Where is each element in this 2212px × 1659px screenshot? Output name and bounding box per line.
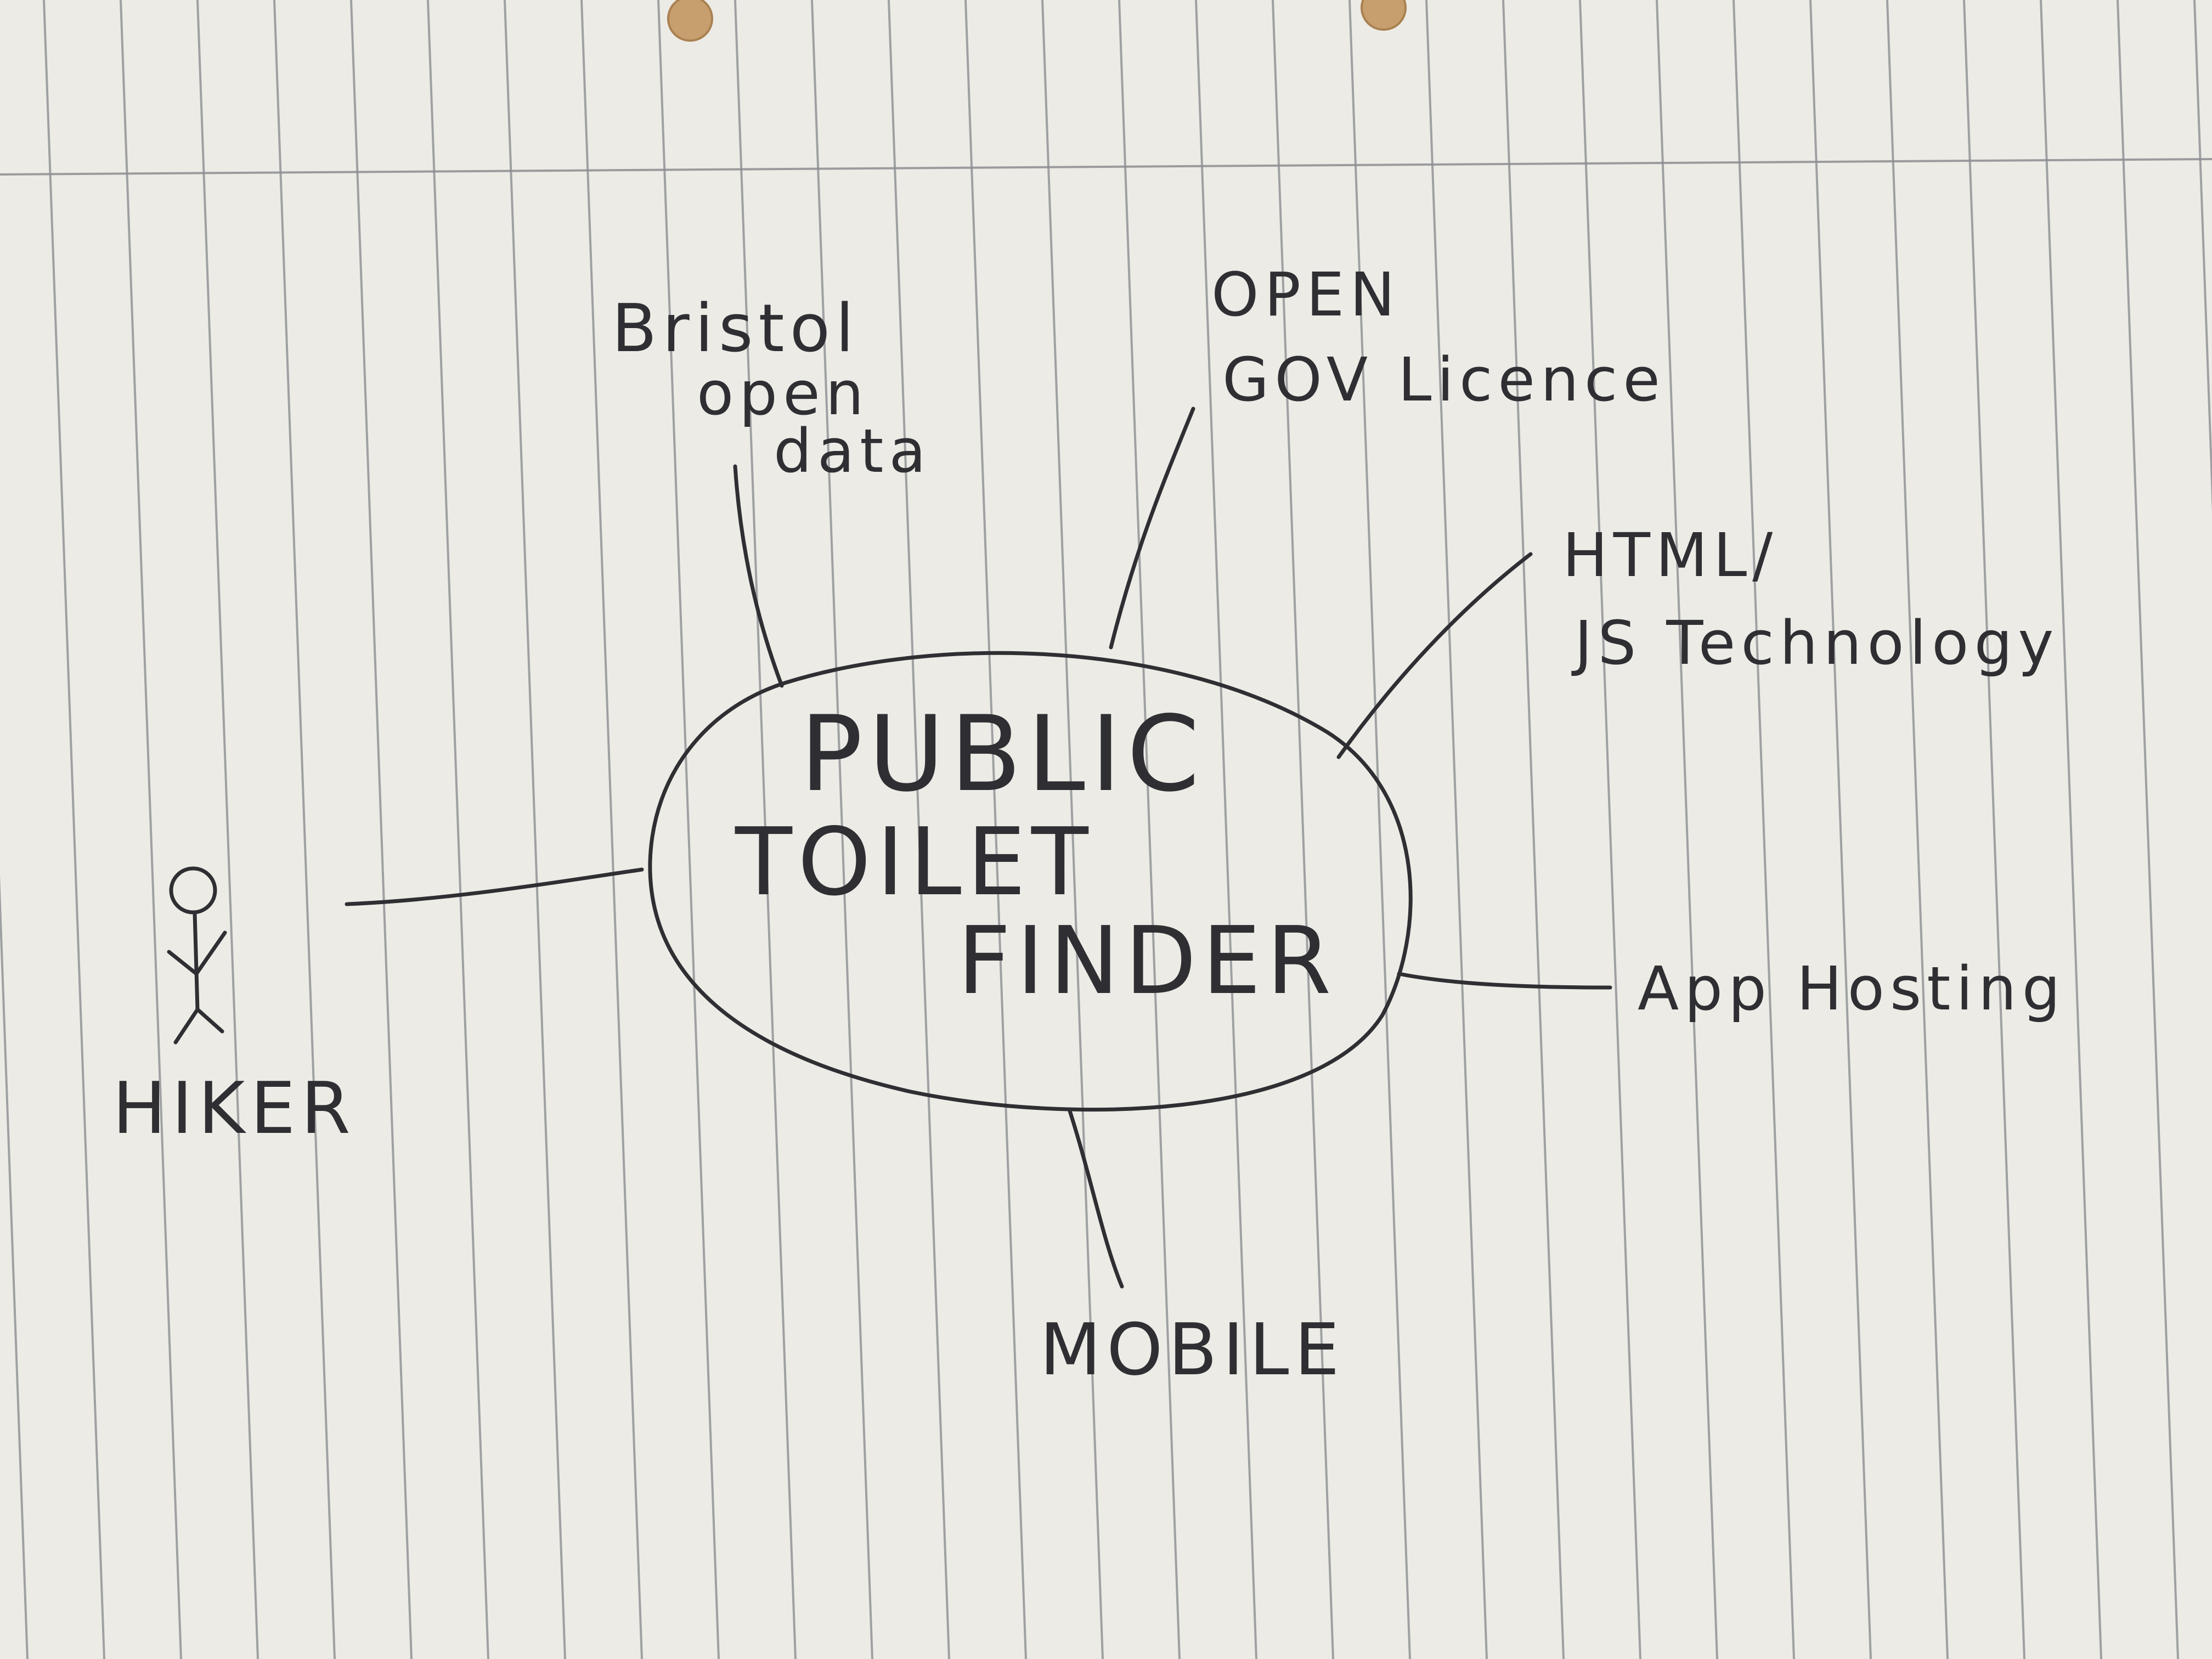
hiker-label: HIKER xyxy=(112,1066,356,1150)
ruled-line xyxy=(1118,0,1181,1659)
ruled-line xyxy=(1272,0,1334,1659)
branch-html-js-technology: HTML/ JS Technology xyxy=(1562,520,2059,678)
branch-label-line: JS Technology xyxy=(1571,608,2059,678)
ruled-line xyxy=(43,0,105,1659)
branch-label-line: OPEN xyxy=(1211,259,1401,330)
branch-open-gov-licence: OPEN GOV Licence xyxy=(1211,259,1666,415)
branch-label-line: MOBILE xyxy=(1040,1308,1345,1391)
central-title-line-1: PUBLIC xyxy=(800,693,1205,815)
ruled-line xyxy=(1579,0,1641,1659)
branch-label-line: GOV Licence xyxy=(1222,345,1666,415)
ruled-line xyxy=(1656,0,1718,1659)
ruled-line xyxy=(1963,0,2025,1659)
ruled-line xyxy=(1195,0,1257,1659)
ruled-line xyxy=(120,0,182,1659)
ruled-line xyxy=(1425,0,1488,1659)
branch-label-line: HTML/ xyxy=(1562,520,1778,590)
ruled-line xyxy=(1733,0,1795,1659)
central-ellipse xyxy=(648,651,1413,1112)
ruled-line xyxy=(427,0,489,1659)
central-node: PUBLIC TOILET FINDER xyxy=(648,651,1413,1112)
branch-label-line: App Hosting xyxy=(1638,953,2066,1024)
ruled-line xyxy=(196,0,259,1659)
branch-mobile: MOBILE xyxy=(1040,1308,1345,1391)
ruled-line xyxy=(350,0,413,1659)
stick-figure-icon xyxy=(167,866,227,1045)
ruled-line xyxy=(2193,0,2212,513)
branch-app-hosting: App Hosting xyxy=(1638,953,2066,1024)
ruled-line xyxy=(1502,0,1565,1659)
branch-label-line: Bristol xyxy=(612,291,859,367)
ruled-line xyxy=(888,0,950,1659)
connector-app-hosting xyxy=(1397,972,1612,990)
top-margin-line xyxy=(0,158,2212,176)
ruled-line xyxy=(504,0,566,1659)
ruled-line xyxy=(2117,0,2179,1659)
ruled-line xyxy=(734,0,797,1659)
ruled-line xyxy=(1809,0,1872,1659)
ruled-line xyxy=(273,0,336,1659)
central-title-line-2: TOILET xyxy=(735,808,1094,917)
binder-hole-right xyxy=(1361,0,1407,31)
connectors xyxy=(345,407,1612,1289)
branch-bristol-open-data: Bristol open data xyxy=(612,291,932,486)
connector-bristol-open-data xyxy=(733,464,784,688)
binder-hole-left xyxy=(667,0,713,42)
connector-mobile xyxy=(1068,1109,1124,1289)
ruled-line xyxy=(580,0,643,1659)
ruled-line xyxy=(1886,0,1949,1659)
connector-hiker xyxy=(345,867,644,906)
ruled-line xyxy=(1041,0,1104,1659)
ruled-line xyxy=(0,874,29,1659)
branch-label-line: data xyxy=(774,416,932,486)
ruled-line xyxy=(811,0,873,1659)
connector-open-gov-licence xyxy=(1109,407,1195,650)
connector-html-js-technology xyxy=(1336,552,1533,759)
ruled-line xyxy=(657,0,720,1659)
ruled-line xyxy=(1348,0,1411,1659)
central-title-line-3: FINDER xyxy=(957,907,1337,1015)
hiker-actor: HIKER xyxy=(112,866,356,1150)
branch-label-line: open xyxy=(697,358,870,428)
ruled-line xyxy=(964,0,1027,1659)
ruled-line xyxy=(2040,0,2102,1659)
